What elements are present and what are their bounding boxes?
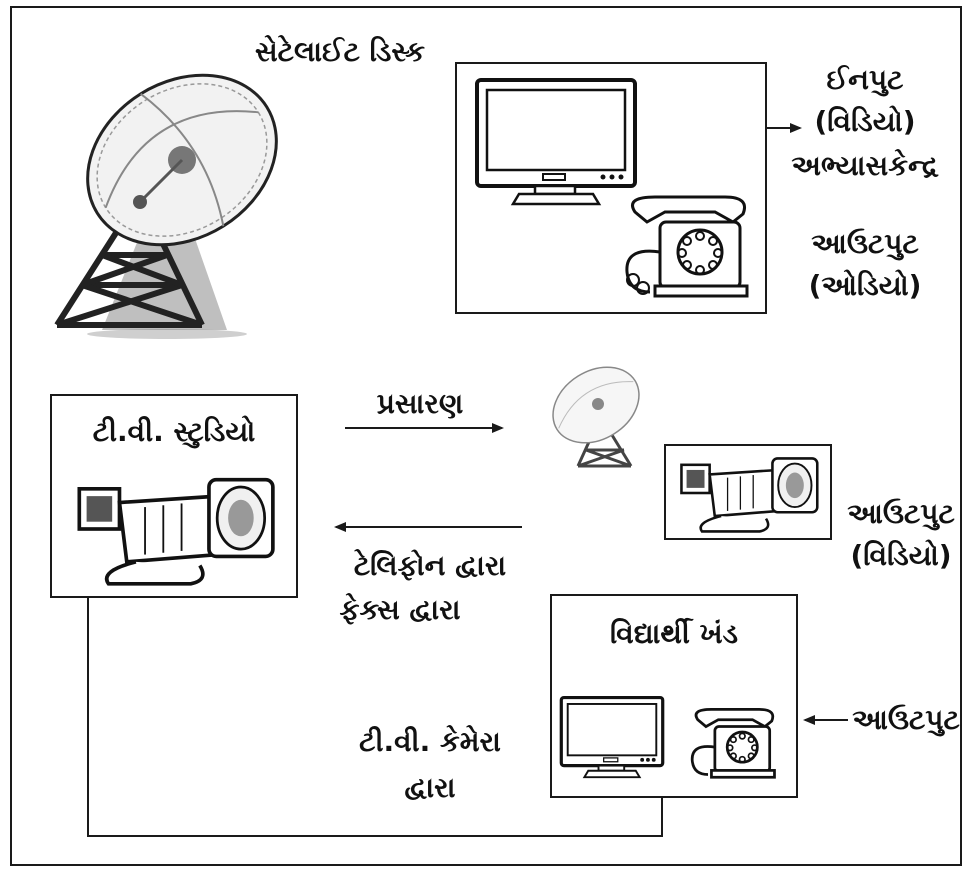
tv-camera-label-2: દ્વારા xyxy=(404,771,456,804)
satellite-dish-icon xyxy=(552,366,640,468)
video-camera-icon xyxy=(680,457,819,533)
telephone-icon xyxy=(625,195,749,298)
input-video-label: ઈનપુટ xyxy=(826,63,904,96)
study-center-label: અભ્યાસકેન્દ્ર xyxy=(791,149,939,182)
telephone-label: ટેલિફોન દ્વારા xyxy=(353,549,507,582)
output-right-label: આઉટપુટ xyxy=(852,703,960,736)
input-video-paren-label: (વિડિયો) xyxy=(814,105,916,138)
fax-label: ફેક્સ દ્વારા xyxy=(339,593,461,626)
output-video-label: આઉટપુટ xyxy=(847,497,955,530)
video-camera-icon xyxy=(77,477,275,586)
diagram-frame xyxy=(10,6,962,866)
satellite-dish-icon xyxy=(54,73,278,339)
tv-camera-label: ટી.વી. કેમેરા xyxy=(359,725,501,758)
output-audio-paren-label: (ઓડિયો) xyxy=(808,269,922,302)
television-icon xyxy=(559,695,665,779)
student-section-label: વિદ્યાર્થી ખંડ xyxy=(609,617,739,650)
broadcast-label: પ્રસારણ xyxy=(376,387,464,420)
satellite-dish-label: સેટેલાઈટ ડિસ્ક xyxy=(255,35,425,68)
output-video-paren-label: (વિડિયો) xyxy=(850,539,952,572)
television-icon xyxy=(475,78,637,206)
tv-camera-connector xyxy=(87,598,663,837)
output-audio-label: આઉટપુટ xyxy=(811,227,919,260)
tv-studio-label: ટી.વી. સ્ટુડિયો xyxy=(92,415,256,448)
telephone-icon xyxy=(690,708,776,779)
